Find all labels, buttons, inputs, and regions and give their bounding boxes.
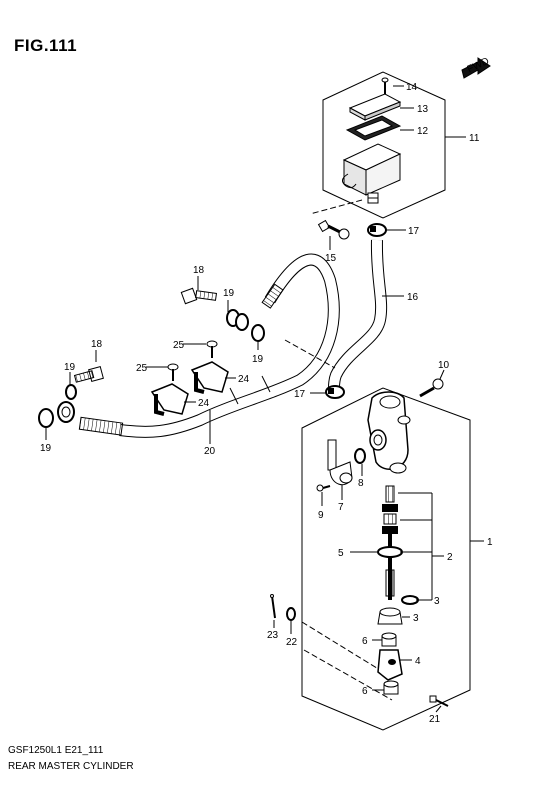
part-23-cotter-pin — [270, 594, 276, 619]
callout-25-a: 25 — [173, 340, 185, 351]
part-18-bolt-bottom — [73, 366, 104, 383]
fwd-arrow-icon: FWD — [461, 56, 491, 79]
leader-lines — [45, 85, 484, 713]
callout-21: 21 — [429, 714, 441, 725]
callout-19-c: 19 — [64, 362, 76, 373]
part-2-piston-kit — [382, 485, 419, 605]
callout-16: 16 — [407, 292, 419, 303]
callout-18-bottom: 18 — [91, 339, 103, 350]
part-25-screw-a — [206, 340, 218, 358]
part-9-screw — [316, 484, 331, 492]
part-19-washer-a — [226, 309, 249, 331]
callout-19-d: 19 — [40, 443, 52, 454]
part-24-clamp-b — [150, 383, 189, 416]
part-6-nut-a — [381, 632, 397, 647]
callout-13: 13 — [417, 104, 429, 115]
callout-20: 20 — [204, 446, 216, 457]
part-20-brake-hose — [57, 253, 340, 438]
part-3-boot — [377, 607, 403, 625]
part-19-washer-c — [65, 384, 77, 400]
part-24-clamp-a — [190, 361, 229, 394]
callout-10: 10 — [438, 360, 450, 371]
callout-12: 12 — [417, 126, 429, 137]
part-13-cap — [348, 93, 402, 121]
figure-name: REAR MASTER CYLINDER — [8, 761, 134, 772]
callout-22: 22 — [286, 637, 298, 648]
reservoir-frame — [322, 71, 446, 219]
part-19-washer-d — [38, 408, 54, 428]
part-22-washer — [286, 607, 296, 621]
part-17-clamp-top — [367, 223, 387, 237]
callout-3-a: 3 — [434, 596, 440, 607]
callout-19-a: 19 — [223, 288, 235, 299]
callout-24-b: 24 — [198, 398, 210, 409]
part-6-nut-b — [383, 680, 399, 695]
callout-14: 14 — [406, 82, 418, 93]
part-5-washer — [377, 546, 403, 558]
callout-25-b: 25 — [136, 363, 148, 374]
callout-9: 9 — [318, 510, 324, 521]
part-10-bolt — [419, 378, 444, 398]
part-4-clevis — [377, 649, 403, 681]
figure-title: FIG.111 — [14, 36, 78, 55]
callout-4: 4 — [415, 656, 421, 667]
part-19-washer-b — [251, 324, 265, 342]
callout-7: 7 — [338, 502, 344, 513]
callout-19-b: 19 — [252, 354, 264, 365]
callout-1: 1 — [487, 537, 493, 548]
callout-5: 5 — [338, 548, 344, 559]
callout-2: 2 — [447, 552, 453, 563]
figure-code: GSF1250L1 E21_111 — [8, 745, 104, 756]
callout-8: 8 — [358, 478, 364, 489]
part-8-ring — [354, 448, 366, 464]
part-17-clamp-bottom — [325, 385, 345, 399]
part-15-bolt — [317, 219, 350, 240]
reservoir-body — [342, 143, 402, 204]
master-cylinder-body — [367, 391, 411, 474]
callout-17-bottom: 17 — [294, 389, 306, 400]
callout-15: 15 — [325, 253, 337, 264]
callout-6-b: 6 — [362, 686, 368, 697]
master-cylinder-frame — [301, 387, 471, 731]
callout-11: 11 — [469, 133, 480, 144]
part-25-screw-b — [167, 363, 179, 381]
callout-18-top: 18 — [193, 265, 205, 276]
part-12-diaphragm — [345, 115, 402, 141]
part-21-pin — [429, 695, 449, 707]
callout-23: 23 — [267, 630, 279, 641]
callout-3-b: 3 — [413, 613, 419, 624]
callout-24-a: 24 — [238, 374, 250, 385]
callout-6-a: 6 — [362, 636, 368, 647]
callout-17-top: 17 — [408, 226, 420, 237]
part-18-bolt-top — [180, 287, 218, 305]
part-7-fitting — [327, 439, 353, 486]
